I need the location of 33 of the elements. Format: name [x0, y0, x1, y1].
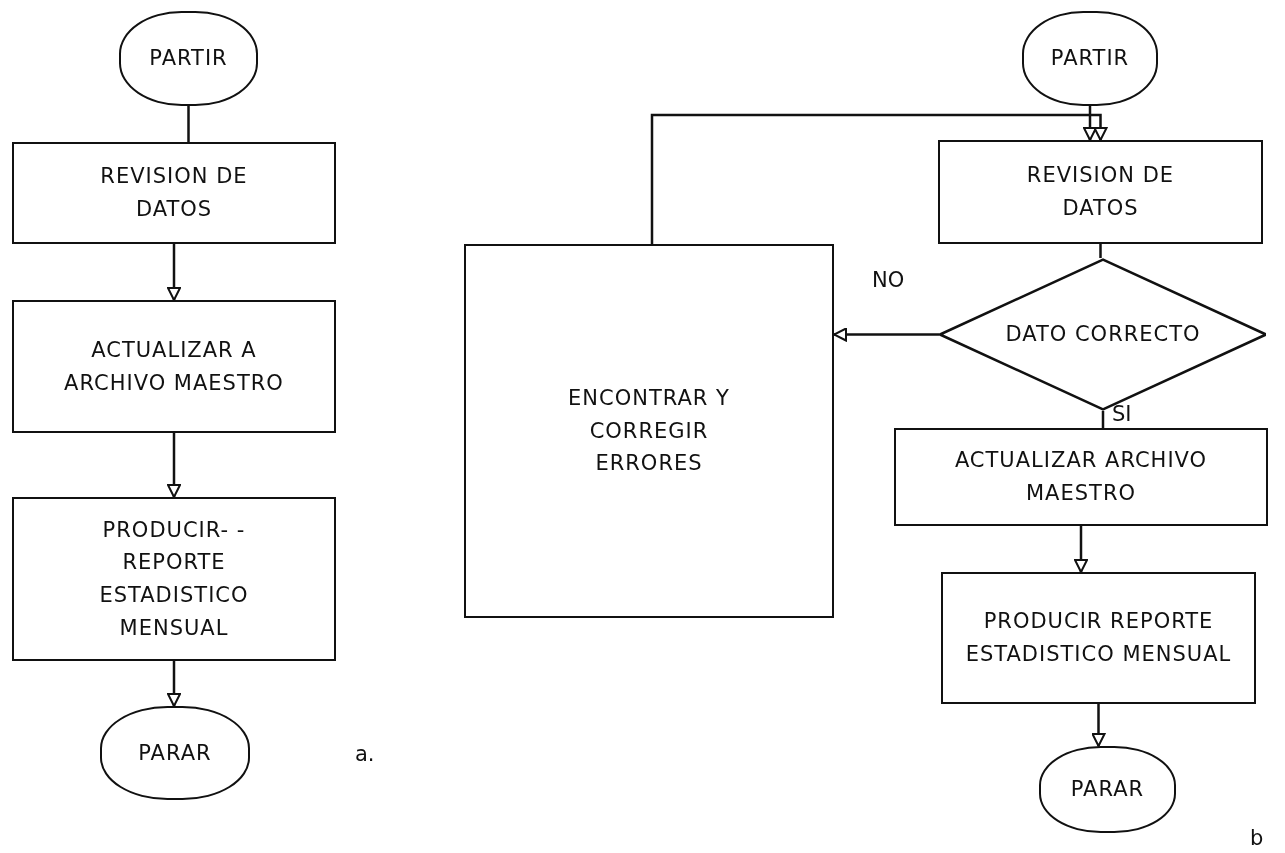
node-label: ACTUALIZAR ARCHIVO MAESTRO — [953, 447, 1209, 507]
panel-label: a. — [355, 742, 375, 766]
arrow — [650, 113, 1108, 244]
connector-line — [187, 106, 190, 142]
node-label: REVISION DE DATOS — [99, 163, 249, 223]
node-label: ENCONTRAR Y CORREGIR ERRORES — [567, 385, 731, 478]
connector-line — [1099, 244, 1102, 258]
node-label: PARTIR — [1049, 45, 1131, 73]
edge-label: NO — [872, 268, 905, 292]
arrow — [1074, 526, 1088, 573]
node-label: ACTUALIZAR A ARCHIVO MAESTRO — [63, 336, 285, 397]
arrow — [833, 327, 940, 342]
node-label: REVISION DE DATOS — [1025, 162, 1176, 222]
edge-label: SI — [1112, 402, 1132, 426]
node-label: PRODUCIR- - REPORTE ESTADISTICO MENSUAL — [98, 516, 250, 642]
arrow — [1091, 704, 1106, 747]
node-label: PARAR — [1069, 776, 1146, 804]
arrow — [167, 433, 181, 498]
panel-label: b — [1250, 826, 1264, 850]
node-label: PARTIR — [148, 45, 229, 73]
process-box — [12, 142, 336, 244]
process-box — [12, 497, 336, 661]
process-box — [12, 300, 336, 433]
arrow — [167, 244, 181, 301]
arrow — [1083, 106, 1097, 141]
process-box — [938, 140, 1263, 244]
process-box — [464, 244, 834, 618]
process-box — [941, 572, 1256, 704]
node-label: PRODUCIR REPORTE ESTADISTICO MENSUAL — [964, 608, 1233, 668]
arrow — [167, 661, 181, 707]
process-box — [894, 428, 1268, 526]
node-label: DATO CORRECTO — [1004, 321, 1202, 349]
node-label: PARAR — [137, 739, 213, 767]
